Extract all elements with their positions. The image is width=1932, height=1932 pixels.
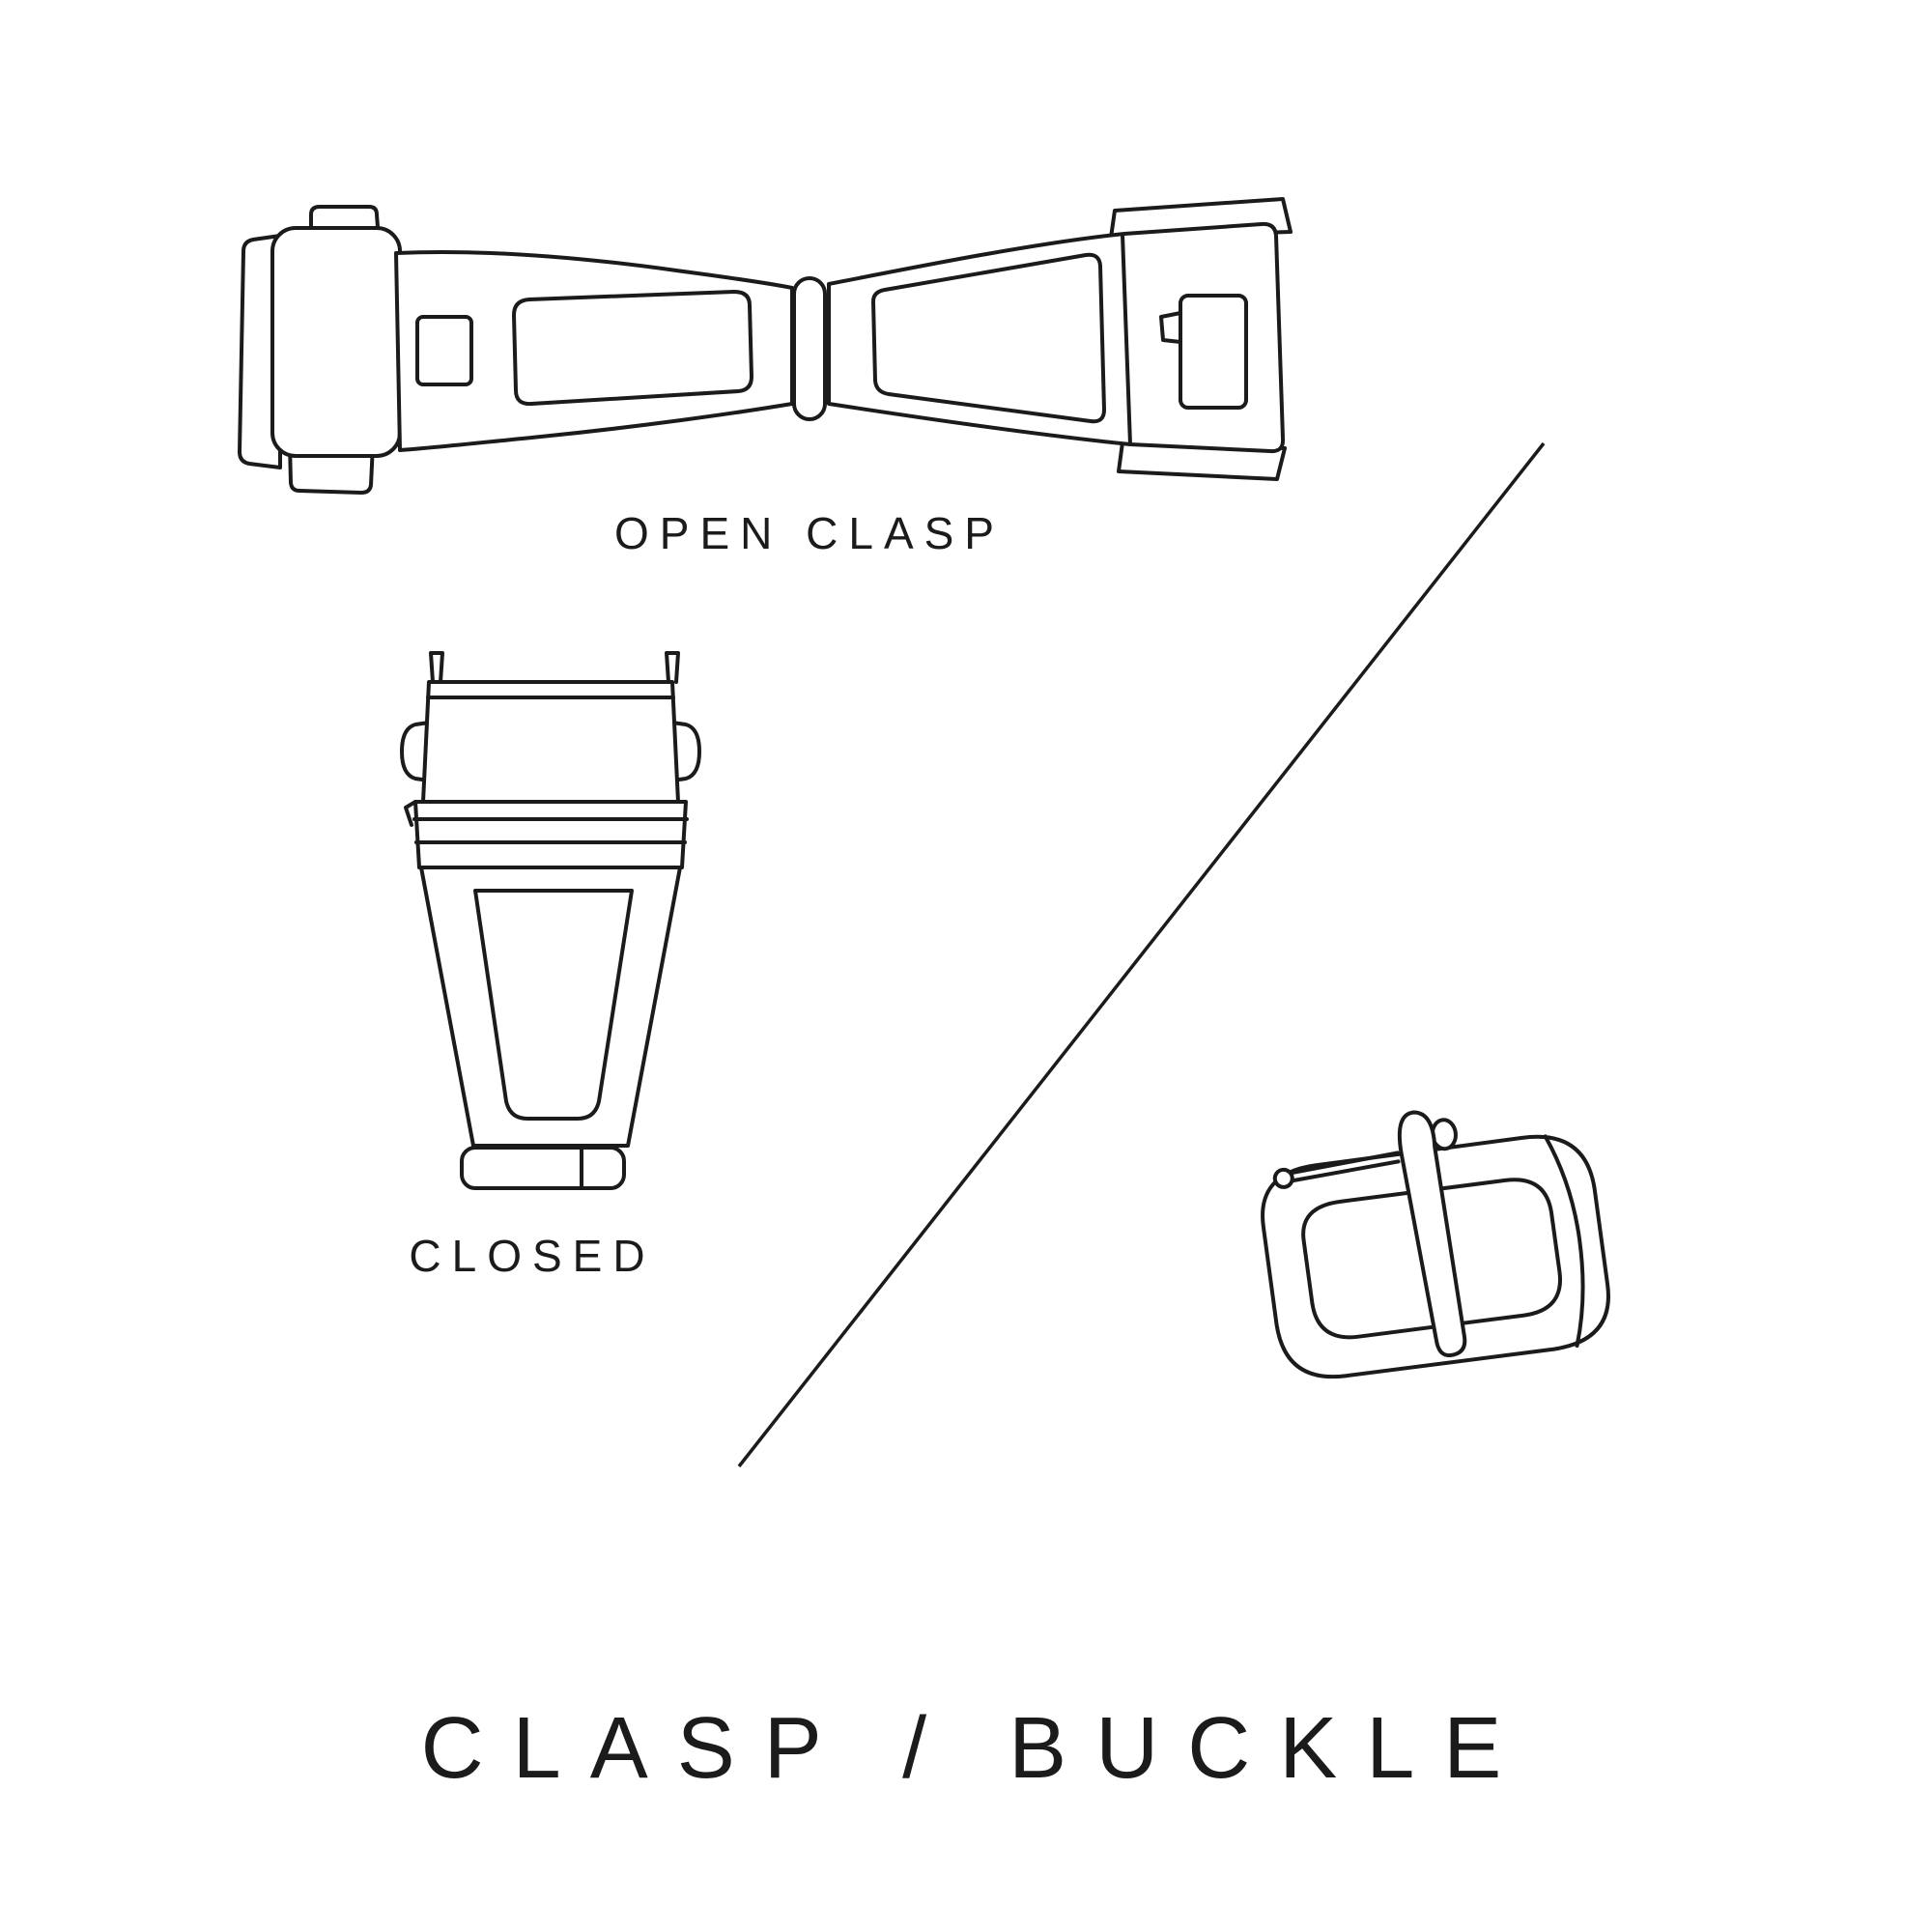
buckle-tongue (1397, 1110, 1467, 1358)
closed-clasp-right-prong (665, 651, 680, 684)
open-clasp-cutout (1179, 294, 1248, 410)
closed-clasp-left-prong (429, 651, 444, 684)
open-clasp-left-window (512, 290, 753, 407)
closed-clasp-label: CLOSED (409, 1231, 655, 1281)
tang-buckle-illustration (1261, 1110, 1610, 1379)
closed-clasp-illustration (400, 651, 701, 1190)
open-clasp-illustration (238, 197, 1293, 495)
closed-clasp-band (413, 800, 688, 869)
closed-clasp-top-block (421, 680, 680, 804)
buckle-thickness-line (1543, 1134, 1585, 1349)
buckle-pin-head (1272, 1167, 1294, 1189)
divider-line (737, 441, 1546, 1468)
closed-clasp-bottom-bar (460, 1146, 626, 1190)
open-clasp-catch-hook (1159, 311, 1182, 344)
closed-clasp-inner-panel (473, 889, 634, 1121)
buckle-spring-bar (1279, 1151, 1400, 1178)
closed-clasp-right-ear (670, 721, 701, 782)
open-clasp-left-end-link (270, 226, 402, 458)
open-clasp-fold-line (1121, 233, 1132, 446)
buckle-spring-bar-lower-line (1281, 1159, 1401, 1184)
open-clasp-notch-hole (415, 315, 473, 386)
open-clasp-label: OPEN CLASP (614, 508, 1005, 558)
page-title: CLASP / BUCKLE (421, 1700, 1531, 1797)
closed-clasp-band-facet (404, 800, 417, 827)
open-clasp-hinge (792, 276, 827, 421)
open-clasp-right-window (871, 252, 1106, 424)
open-clasp-left-strip (238, 234, 282, 469)
closed-clasp-left-ear (400, 721, 431, 782)
